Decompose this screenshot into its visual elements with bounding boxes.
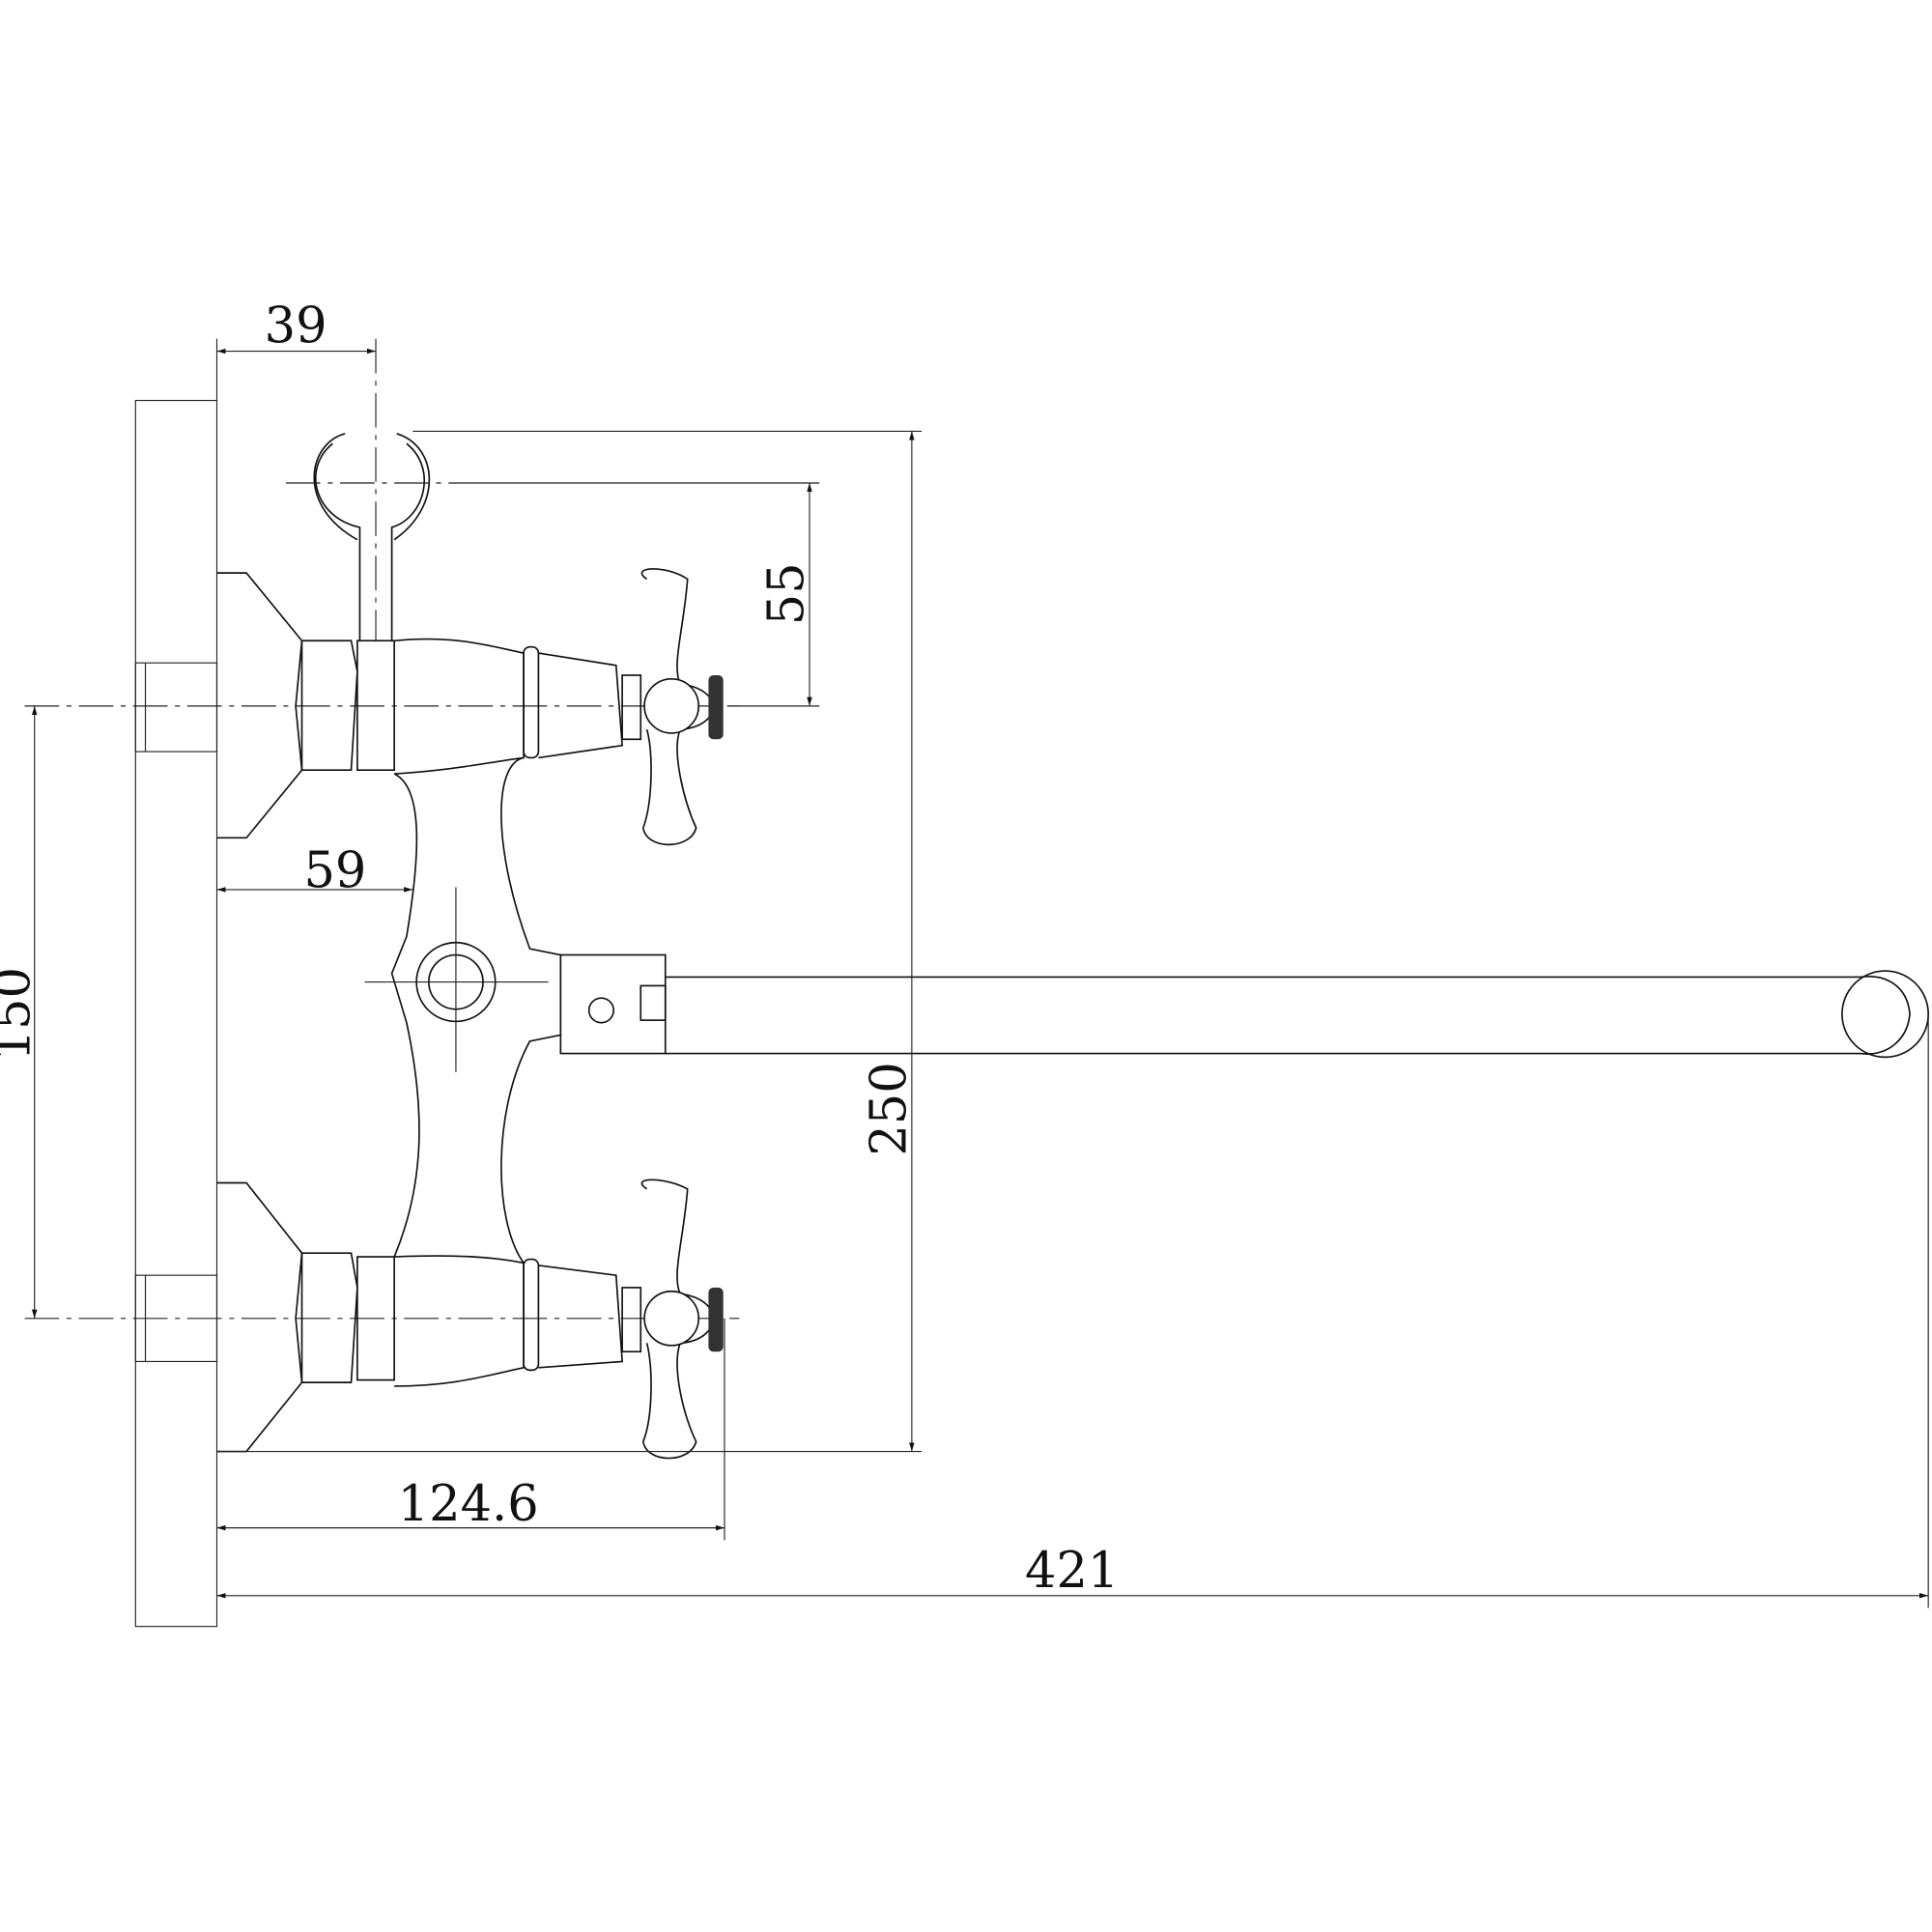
dimension-39-label: 39 — [265, 298, 327, 355]
shower-holder — [285, 338, 459, 641]
dimension-39: 39 — [215, 298, 377, 401]
dimension-150: 150 — [0, 705, 43, 1319]
upper-valve — [216, 568, 724, 846]
dimension-55-label: 55 — [759, 562, 816, 625]
dimension-124-6-label: 124.6 — [398, 1476, 539, 1533]
dimension-59-label: 59 — [303, 842, 366, 899]
dimension-55: 55 — [458, 482, 820, 707]
dimension-421-label: 421 — [1025, 1543, 1119, 1600]
mixer-body — [390, 756, 562, 1264]
lower-valve — [216, 1179, 724, 1460]
dimension-250-label: 250 — [861, 1062, 918, 1155]
dimension-250: 250 — [216, 430, 923, 1453]
dimension-421: 421 — [216, 1013, 1929, 1608]
spout — [559, 953, 1930, 1059]
wall — [134, 399, 218, 1628]
dimension-124-6: 124.6 — [216, 1318, 725, 1541]
dimension-59: 59 — [216, 842, 413, 899]
dimension-150-label: 150 — [0, 967, 43, 1061]
